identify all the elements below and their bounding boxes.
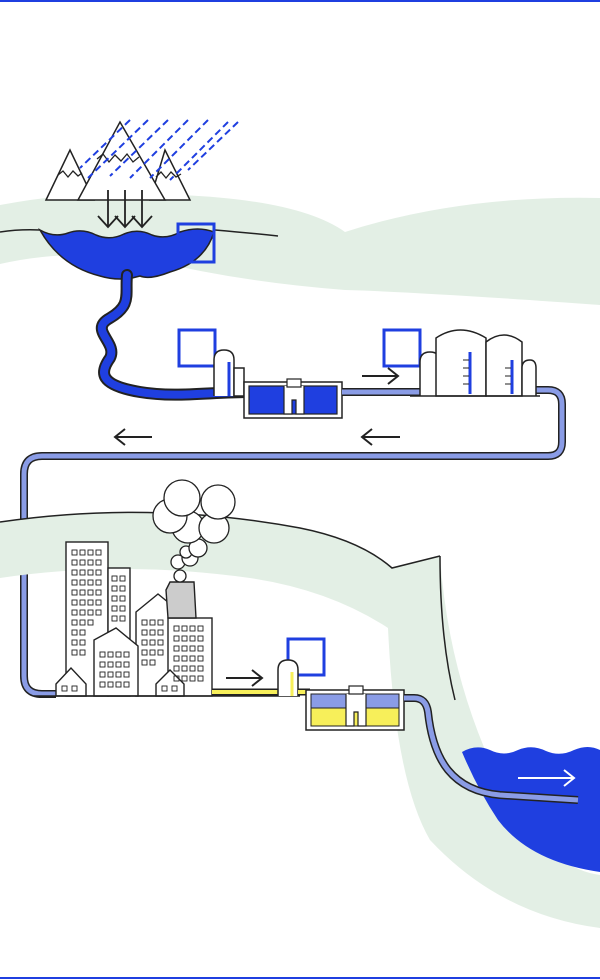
top-hill — [0, 192, 600, 305]
flow-arrow-icon — [113, 428, 152, 446]
flow-arrow-icon — [362, 367, 400, 385]
flow-arrow-icon — [360, 428, 400, 446]
rain-icon — [79, 119, 239, 181]
ground-line-lower — [0, 511, 441, 569]
factory-icon — [152, 479, 236, 619]
pump-icon — [277, 659, 299, 696]
mountains-icon — [44, 120, 192, 201]
marker-box-icon — [176, 222, 216, 264]
storage-tanks-icon — [410, 329, 540, 397]
marker-box-icon — [177, 328, 217, 368]
sewage-treatment-icon — [305, 685, 405, 731]
ground-line-top-2 — [214, 229, 279, 237]
ground-line-top — [0, 229, 41, 233]
flow-arrow-icon — [226, 669, 264, 687]
city-windows — [61, 549, 204, 692]
flow-arrow-icon — [518, 769, 576, 787]
marker-box-icon — [382, 328, 422, 368]
pump-icon — [213, 349, 245, 397]
treatment-tank-icon — [243, 378, 343, 419]
infiltration-arrows — [97, 190, 153, 229]
lower-hill — [0, 512, 600, 928]
ground-line-lower-right — [439, 555, 456, 701]
marker-box-icon — [286, 637, 326, 677]
